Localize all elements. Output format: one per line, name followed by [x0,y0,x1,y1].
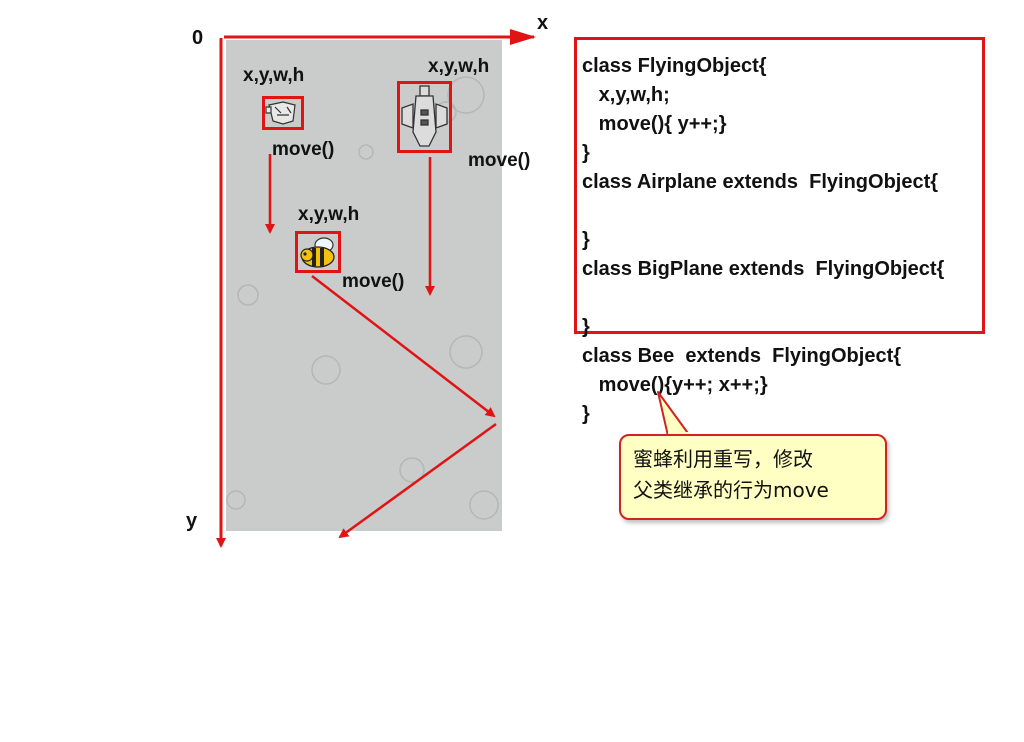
bee-sprite [295,231,341,273]
asteroid-icon [237,284,259,306]
airplane-sprite [262,96,304,130]
callout-note: 蜜蜂利用重写，修改 父类继承的行为move [619,434,887,520]
game-background-panel [226,40,502,531]
asteroid-icon [469,490,499,520]
bee-move-arrow-down-right [311,275,496,418]
asteroid-icon [399,457,425,483]
bee-move-label: move() [342,271,405,292]
asteroid-icon [447,76,485,114]
code-line: } [582,142,590,164]
code-highlight-box [574,37,985,334]
bigplane-icon [401,85,448,147]
callout-line-1: 蜜蜂利用重写，修改 [633,447,813,471]
asteroid-icon [449,335,483,369]
bigplane-attrs-label: x,y,w,h [428,56,490,77]
code-listing: class FlyingObject{ x,y,w,h; move(){ y++… [582,52,1012,429]
bigplane-sprite [397,81,452,153]
code-line [582,197,1012,226]
callout-line-2: 父类继承的行为move [633,478,829,502]
code-line: class FlyingObject{ [582,55,767,77]
bee-icon [300,237,335,268]
asteroid-icon [311,355,341,385]
code-line: class Bee extends FlyingObject{ [582,345,902,367]
asteroid-icon [226,490,246,510]
airplane-attrs-label: x,y,w,h [243,65,305,86]
code-line [582,284,1012,313]
code-line: class BigPlane extends FlyingObject{ [582,258,945,280]
bigplane-move-label: move() [468,150,531,171]
origin-label: 0 [192,27,204,49]
code-line: move(){y++; x++;} [582,374,768,396]
y-axis-label: y [186,510,198,532]
x-axis-label: x [537,12,549,34]
asteroid-icon [358,144,374,160]
airplane-icon [265,101,296,125]
code-line: } [582,316,590,338]
bee-attrs-label: x,y,w,h [298,204,360,225]
airplane-move-label: move() [272,139,335,160]
bee-move-arrow-down-left [338,422,497,539]
code-line: } [582,403,590,425]
code-line: x,y,w,h; [582,84,670,106]
code-line: class Airplane extends FlyingObject{ [582,171,939,193]
code-line: } [582,229,590,251]
callout-pointer [657,391,691,437]
code-line: move(){ y++;} [582,113,727,135]
